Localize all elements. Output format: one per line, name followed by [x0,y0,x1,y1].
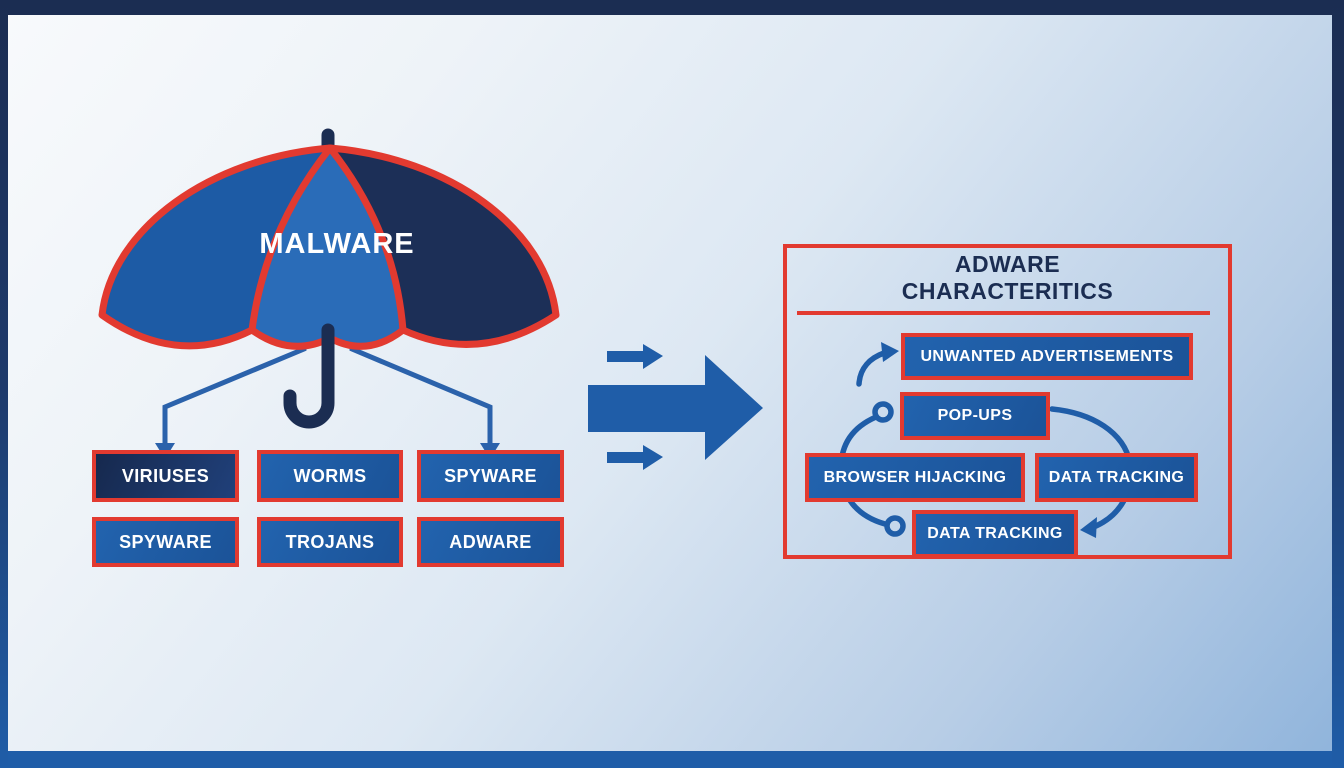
ring-icon [884,515,906,537]
umbrella-panel-middle [252,148,403,347]
umbrella-panel-right [330,148,556,345]
malware-type-box-spyware: SPYWARE [417,450,564,502]
title-underline [797,311,1210,315]
characteristic-box-popups: POP-UPS [900,392,1050,440]
malware-type-box-adware: ADWARE [417,517,564,567]
characteristic-box-data-tracking: DATA TRACKING [1035,453,1198,502]
adware-panel-title-line2: CHARACTERITICS [901,278,1114,305]
adware-panel-title-line1: ADWARE [954,251,1061,277]
ring-icon [872,401,894,423]
curved-arrow-to-ads [856,350,887,387]
frame-border-top [0,0,1344,15]
umbrella-rib-right [326,144,407,334]
malware-type-box-worms: WORMS [257,450,403,502]
malware-type-box-trojans: TROJANS [257,517,403,567]
frame-border-left [0,0,8,768]
frame-border-right [1332,0,1344,768]
umbrella-panel-left [102,148,330,346]
frame-border-bottom [0,751,1344,768]
characteristic-box-data-tracking-2: DATA TRACKING [912,510,1078,558]
characteristic-box-browser-hijacking: BROWSER HIJACKING [805,453,1025,502]
umbrella-title: MALWARE [259,228,415,260]
umbrella-rib-left [248,144,334,334]
adware-panel-title: ADWARE CHARACTERITICS [783,251,1232,305]
flow-arrow-icon [588,355,763,460]
characteristic-box-unwanted-advertisements: UNWANTED ADVERTISEMENTS [901,333,1193,380]
arrowhead-up-right-icon [881,342,899,362]
flow-arrow-small-top-icon [607,344,663,369]
arrowhead-left-icon [1080,517,1097,538]
umbrella-handle [283,323,335,429]
flow-arrow-small-bottom-icon [607,445,663,470]
malware-type-box-viruses: VIRIUSES [92,450,239,502]
malware-type-box-spyware-2: SPYWARE [92,517,239,567]
